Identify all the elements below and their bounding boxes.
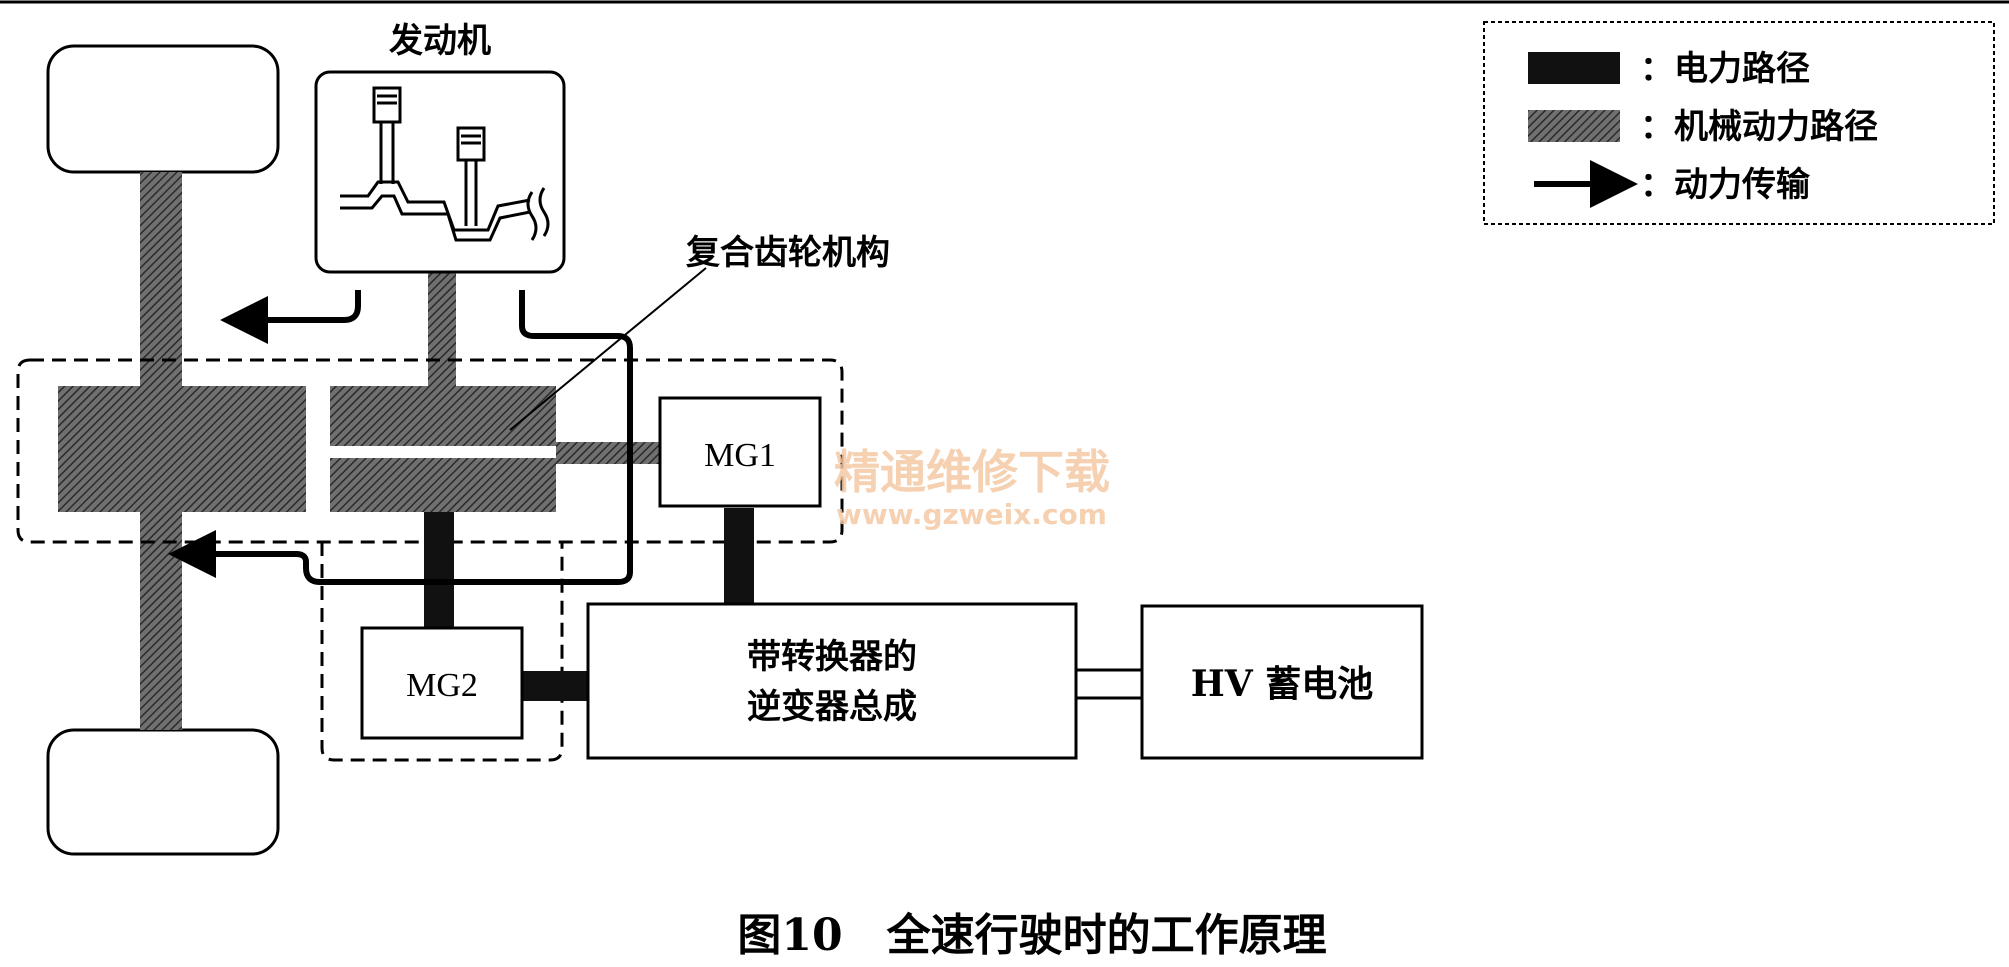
mg1-to-inverter-path	[724, 508, 754, 604]
mg1-shaft	[556, 442, 660, 464]
watermark-url: www.gzweix.com	[836, 498, 1107, 531]
legend-mechanical-label: ：机械动力路径	[1640, 107, 1878, 147]
engine-to-mg1-to-wheel-arrow	[168, 290, 633, 585]
piston-crank-icon	[340, 86, 550, 242]
mg1-box	[658, 396, 822, 508]
inverter-box	[586, 602, 1078, 760]
mg2-to-inverter-path	[522, 671, 588, 701]
mg2-to-gear-path	[424, 512, 454, 628]
mg1-label: MG1	[704, 437, 776, 474]
engine-label: 发动机	[389, 21, 491, 61]
rear-wheel	[46, 728, 280, 856]
battery-link	[1074, 668, 1144, 700]
axle-gear-block	[58, 386, 306, 512]
compound-gear-block-upper	[330, 386, 556, 446]
hv-battery-label: HV 蓄电池	[1191, 663, 1373, 705]
inverter-label-line2: 逆变器总成	[747, 687, 917, 727]
legend-electric-symbol	[1528, 52, 1620, 84]
engine-box	[314, 70, 566, 274]
figure-caption: 图10 全速行驶时的工作原理	[737, 910, 1326, 961]
watermark-title: 精通维修下载	[834, 445, 1110, 499]
engine-shaft	[428, 272, 456, 390]
mg2-unit-boundary	[320, 542, 564, 762]
legend-arrow-label: ：动力传输	[1640, 165, 1811, 205]
mg2-label: MG2	[406, 667, 478, 704]
legend-electric-label: ：电力路径	[1640, 49, 1810, 89]
hv-battery-box	[1140, 604, 1424, 760]
gear-unit-boundary	[16, 358, 844, 544]
inverter-label-line1: 带转换器的	[747, 637, 917, 677]
front-wheel	[46, 44, 280, 174]
compound-gear-label: 复合齿轮机构	[686, 233, 890, 273]
compound-gear-block-lower	[330, 458, 556, 512]
compound-gear-leader	[509, 267, 707, 431]
mg2-box	[360, 626, 524, 740]
engine-to-wheel-arrow	[220, 290, 361, 344]
legend-mechanical-symbol	[1528, 110, 1620, 142]
